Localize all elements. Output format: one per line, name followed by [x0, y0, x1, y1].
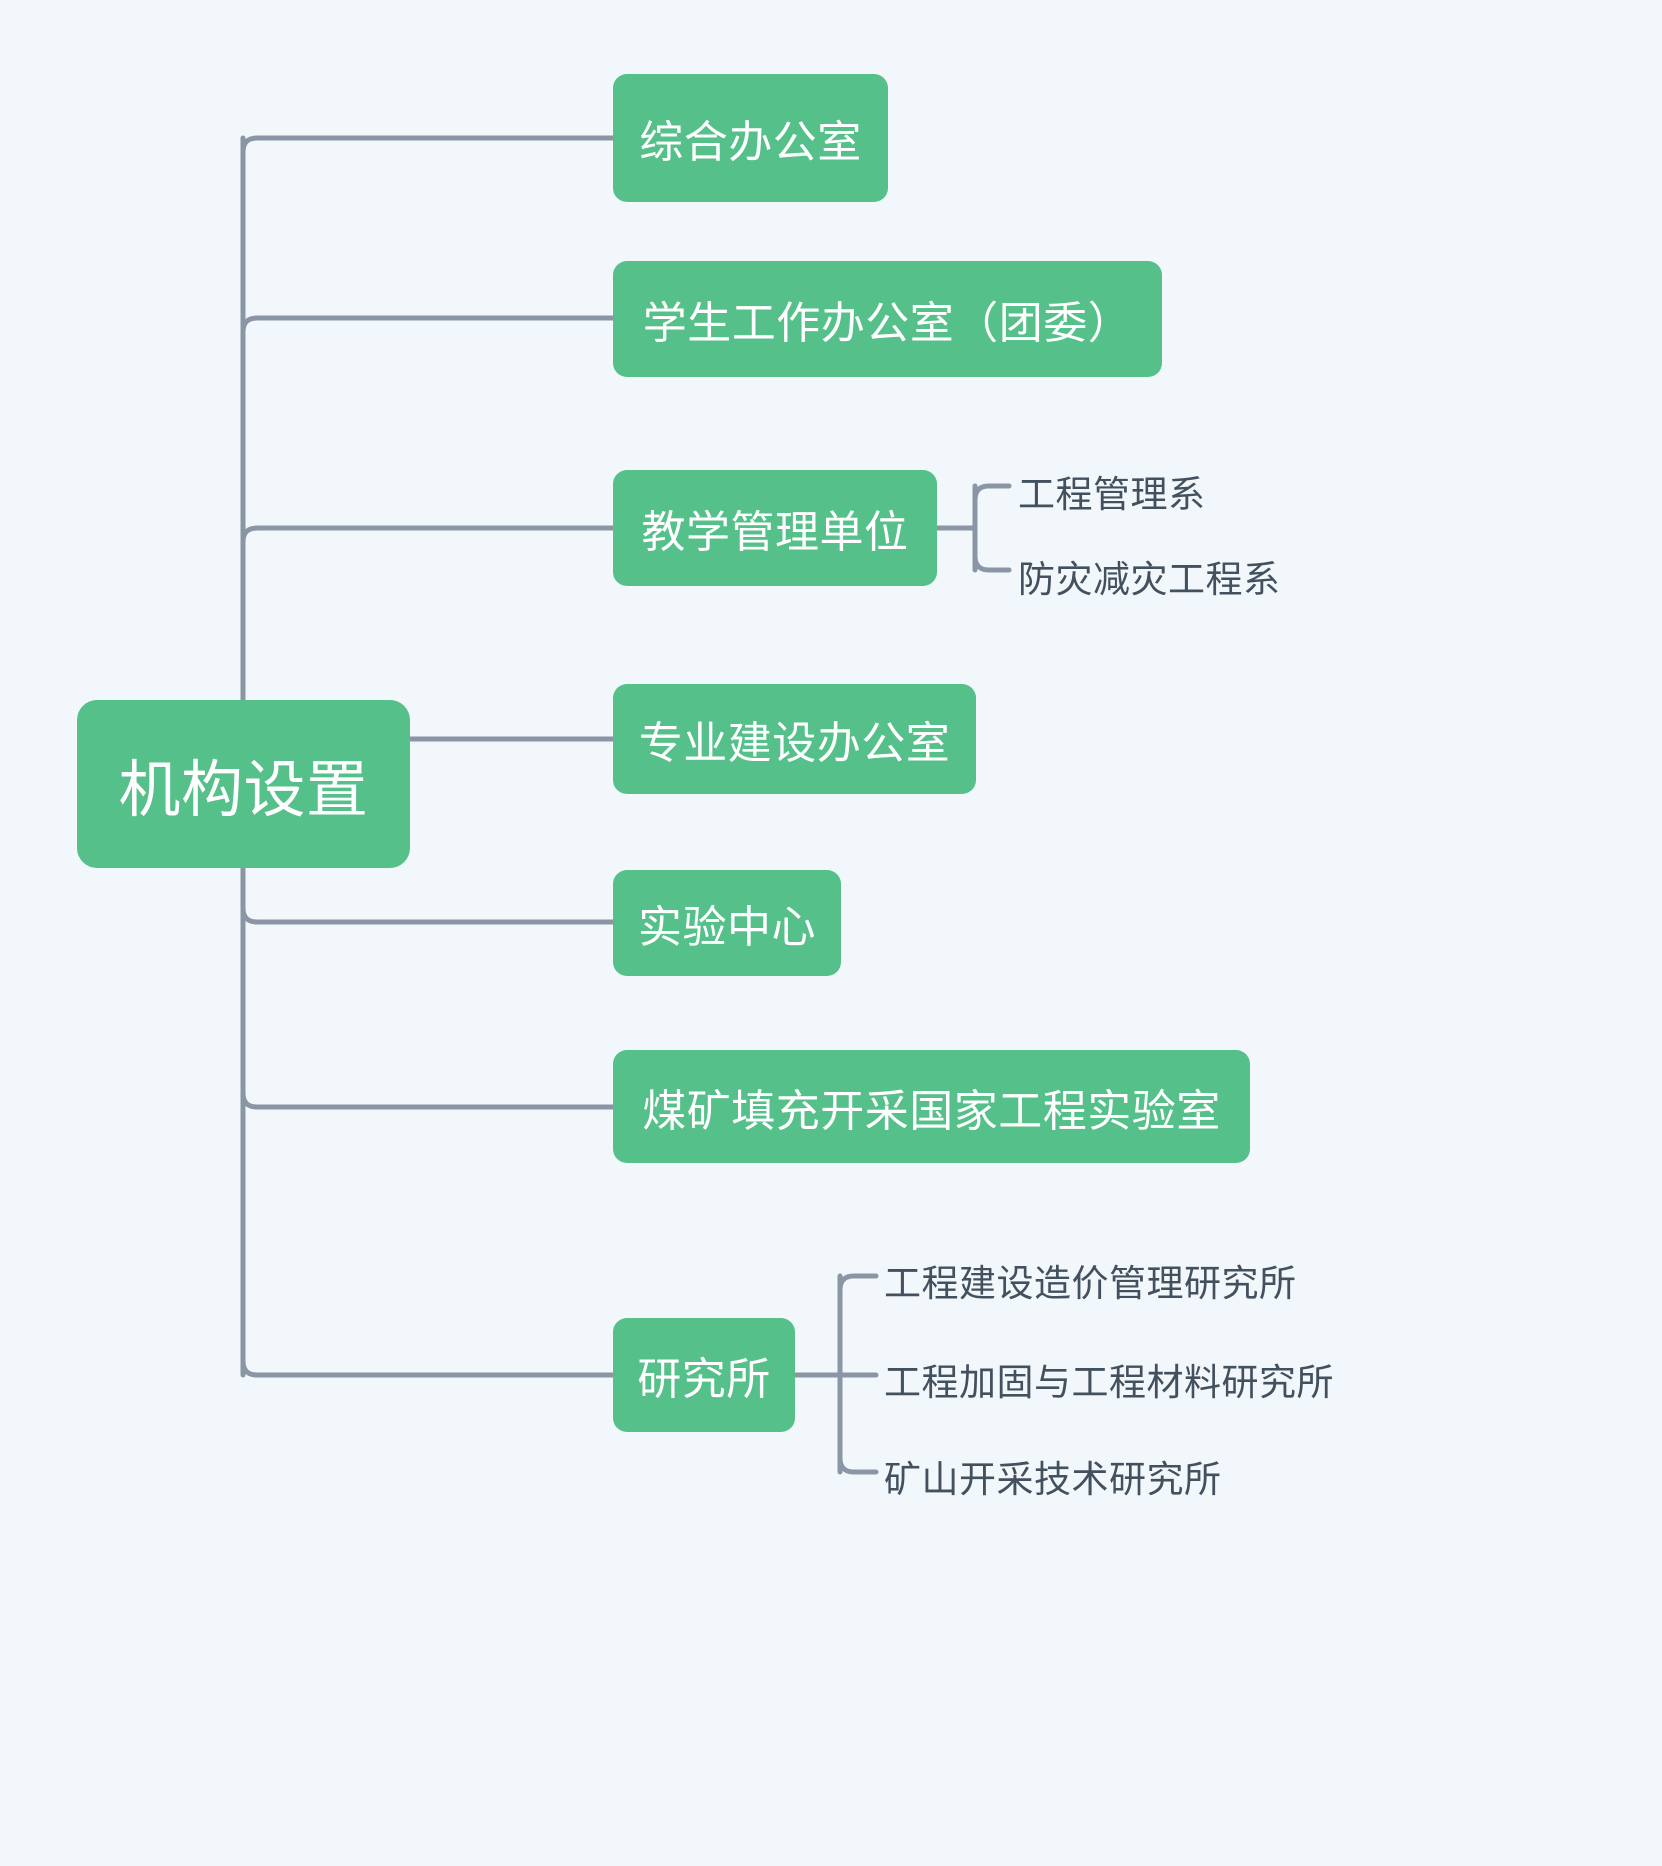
- branch-node-label: 研究所: [637, 1355, 771, 1404]
- branch-node-experiment-center[interactable]: 实验中心: [613, 870, 841, 976]
- leaf-label: 工程管理系: [1018, 474, 1206, 515]
- leaf-disaster-prevention-dept[interactable]: 防灾减灾工程系: [1018, 549, 1281, 603]
- branch-node-label: 教学管理单位: [641, 508, 909, 557]
- link-branch-7-child-1: [837, 1273, 879, 1293]
- leaf-label: 工程加固与工程材料研究所: [884, 1362, 1334, 1403]
- leaf-mining-technology-institute[interactable]: 矿山开采技术研究所: [884, 1449, 1222, 1503]
- branch-node-label: 综合办公室: [639, 118, 862, 167]
- leaf-label: 防灾减灾工程系: [1018, 559, 1281, 600]
- link-root-to-branch-1: [240, 135, 616, 163]
- link-root-to-branch-3: [240, 525, 616, 553]
- link-root-to-branch-7: [240, 1350, 616, 1378]
- branch-node-major-construction-office[interactable]: 专业建设办公室: [613, 684, 976, 794]
- link-branch-7-child-3: [837, 1455, 879, 1475]
- leaf-cost-management-institute[interactable]: 工程建设造价管理研究所: [884, 1253, 1297, 1307]
- leaf-reinforcement-materials-institute[interactable]: 工程加固与工程材料研究所: [884, 1352, 1334, 1406]
- leaf-engineering-management-dept[interactable]: 工程管理系: [1018, 464, 1206, 518]
- branch-node-label: 煤矿填充开采国家工程实验室: [642, 1086, 1221, 1136]
- leaf-label: 矿山开采技术研究所: [884, 1459, 1222, 1500]
- link-branch-3-child-2: [972, 553, 1012, 573]
- branch-node-label: 实验中心: [638, 903, 816, 952]
- branch-node-teaching-management-unit[interactable]: 教学管理单位: [613, 470, 937, 586]
- leaf-label: 工程建设造价管理研究所: [884, 1263, 1297, 1304]
- root-node-label: 机构设置: [118, 756, 369, 825]
- root-node[interactable]: 机构设置: [77, 700, 410, 868]
- branch-node-student-affairs-office[interactable]: 学生工作办公室（团委）: [613, 261, 1162, 377]
- branch-node-label: 专业建设办公室: [638, 719, 951, 768]
- branch-node-comprehensive-office[interactable]: 综合办公室: [613, 74, 888, 202]
- branch-node-research-institutes[interactable]: 研究所: [613, 1318, 795, 1432]
- link-root-to-branch-6: [240, 1082, 616, 1110]
- branch-node-label: 学生工作办公室（团委）: [642, 299, 1133, 348]
- branch-node-national-engineering-lab[interactable]: 煤矿填充开采国家工程实验室: [613, 1050, 1250, 1163]
- link-branch-3-child-1: [972, 483, 1012, 503]
- link-root-to-branch-5: [240, 897, 616, 925]
- link-root-to-branch-2: [240, 315, 616, 343]
